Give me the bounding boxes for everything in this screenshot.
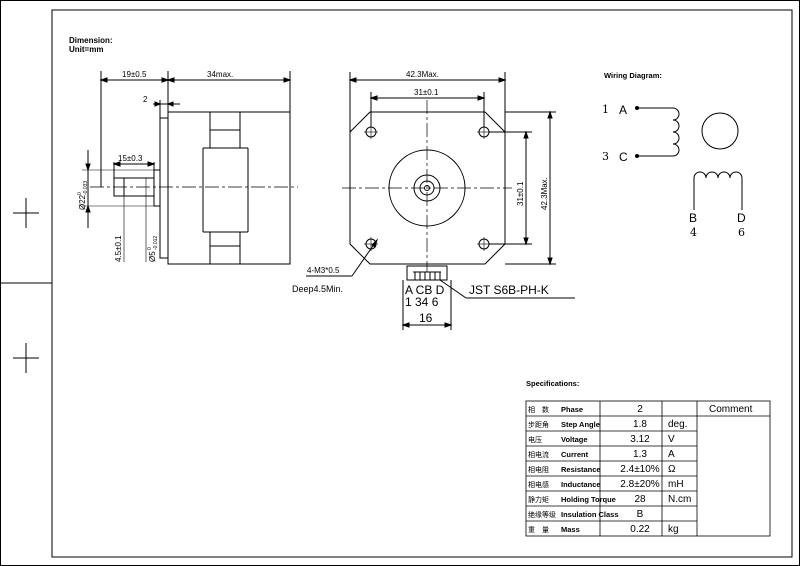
spec-unit: deg.	[668, 419, 687, 430]
spec-unit: kg	[668, 524, 679, 535]
spec-cn-label: 电压	[528, 435, 542, 444]
dim-shaft-dia-group: Ø5 0 -0.012	[147, 236, 159, 262]
dim-hole-spacing-v: 31±0.1	[516, 181, 525, 206]
dim-body-width: 42.3Max.	[406, 70, 439, 79]
spec-value: 1.8	[633, 419, 647, 430]
spec-label: Phase	[561, 405, 583, 414]
connector-name: JST S6B-PH-K	[469, 283, 549, 297]
spec-value: 2	[637, 404, 643, 415]
specs-rows: 相 数 Phase 2 步距角 Step Angle 1.8 deg. 电压 Voltage 3.…	[528, 404, 691, 535]
dim-shaft-tol2: -0.012	[153, 236, 159, 250]
motor-body-side	[167, 111, 291, 265]
spec-unit: A	[668, 449, 675, 460]
coil-bd	[693, 171, 743, 179]
spec-label: Resistance	[561, 465, 601, 474]
spec-cn-label: 相 数	[528, 405, 549, 414]
specs-title: Specifications:	[526, 379, 579, 388]
spec-unit: mH	[668, 479, 684, 490]
motor-face	[349, 111, 506, 265]
spec-label: Insulation Class	[561, 510, 619, 519]
spec-value: B	[637, 509, 644, 520]
spec-value: 3.12	[630, 434, 650, 445]
spec-value: 2.8±20%	[620, 479, 660, 490]
dim-shaft-dia: Ø5	[148, 251, 157, 262]
spec-cn-label: 相电流	[528, 450, 549, 459]
dim-pilot-dia-group: Ø22 0 -0.033	[77, 181, 89, 210]
spec-value: 28	[634, 494, 646, 505]
side-view	[82, 71, 298, 265]
connector-body	[406, 265, 448, 281]
spec-cn-label: 绝缘等级	[528, 510, 556, 519]
spec-unit: V	[668, 434, 675, 445]
wiring-title: Wiring Diagram:	[604, 71, 662, 80]
spec-label: Holding Torque	[561, 495, 616, 504]
dim-hole-spacing-h: 31±0.1	[414, 88, 439, 97]
spec-value: 0.22	[630, 524, 650, 535]
dim-hole-spacing-v-group: 31±0.1	[516, 181, 525, 206]
unit-label: Unit=mm	[69, 45, 103, 54]
dim-body-height: 42.3Max.	[540, 177, 549, 210]
spec-label: Step Angle	[561, 420, 600, 429]
spec-unit: Ω	[668, 464, 676, 475]
dim-flat-depth-group: 4.5±0.1	[114, 235, 123, 262]
registration-crosses	[13, 198, 39, 373]
dim-thread: 4-M3*0.5	[307, 266, 340, 275]
dim-flange-offset: 19±0.5	[122, 70, 147, 79]
pin-a: A	[619, 103, 627, 117]
spec-cn-label: 相电阻	[528, 465, 549, 474]
connector-letters: A CB D	[405, 283, 445, 297]
spec-cn-label: 静力矩	[528, 495, 549, 504]
dim-body-height-group: 42.3Max.	[540, 177, 549, 210]
connector-width: 16	[419, 311, 433, 325]
rotor-circle	[701, 112, 739, 150]
dim-shaft-tol: 0	[147, 247, 153, 250]
dim-pilot-tol2: -0.033	[83, 181, 89, 195]
pin-b-num: 4	[690, 226, 697, 239]
dim-flange-thickness: 2	[143, 95, 148, 104]
spec-label: Mass	[561, 525, 580, 534]
dim-flat-depth: 4.5±0.1	[114, 235, 123, 262]
dim-depth: Deep4.5Min.	[292, 284, 343, 294]
spec-label: Inductance	[561, 480, 601, 489]
front-view	[306, 72, 575, 330]
wiring-diagram	[635, 106, 743, 210]
specs-table	[525, 400, 771, 537]
pin-d: D	[737, 211, 746, 225]
spec-cn-label: 重 量	[528, 526, 549, 534]
dimension-label: Dimension:	[69, 36, 113, 45]
spec-label: Current	[561, 450, 589, 459]
spec-cn-label: 相电感	[528, 480, 549, 489]
spec-value: 2.4±10%	[620, 464, 660, 475]
connector-numbers: 1 34 6	[405, 295, 439, 309]
spec-cn-label: 步距角	[528, 420, 549, 429]
pin-c: C	[619, 150, 628, 164]
spec-unit: N.cm	[668, 494, 691, 505]
dim-body-length: 34max.	[207, 70, 233, 79]
spec-label: Voltage	[561, 435, 588, 444]
pilot-side	[153, 169, 161, 207]
pin-b: B	[689, 211, 697, 225]
spec-value: 1.3	[633, 449, 647, 460]
pin-a-num: 1	[602, 103, 609, 116]
dim-shaft-length: 15±0.3	[118, 154, 143, 163]
flange-side	[159, 117, 169, 259]
pin-d-num: 6	[738, 226, 745, 239]
coil-ac	[672, 107, 680, 157]
comment-header: Comment	[709, 404, 753, 415]
pin-c-num: 3	[602, 150, 609, 163]
dim-pilot-dia: Ø22	[78, 194, 87, 210]
dim-pilot-tol: 0	[77, 192, 83, 195]
